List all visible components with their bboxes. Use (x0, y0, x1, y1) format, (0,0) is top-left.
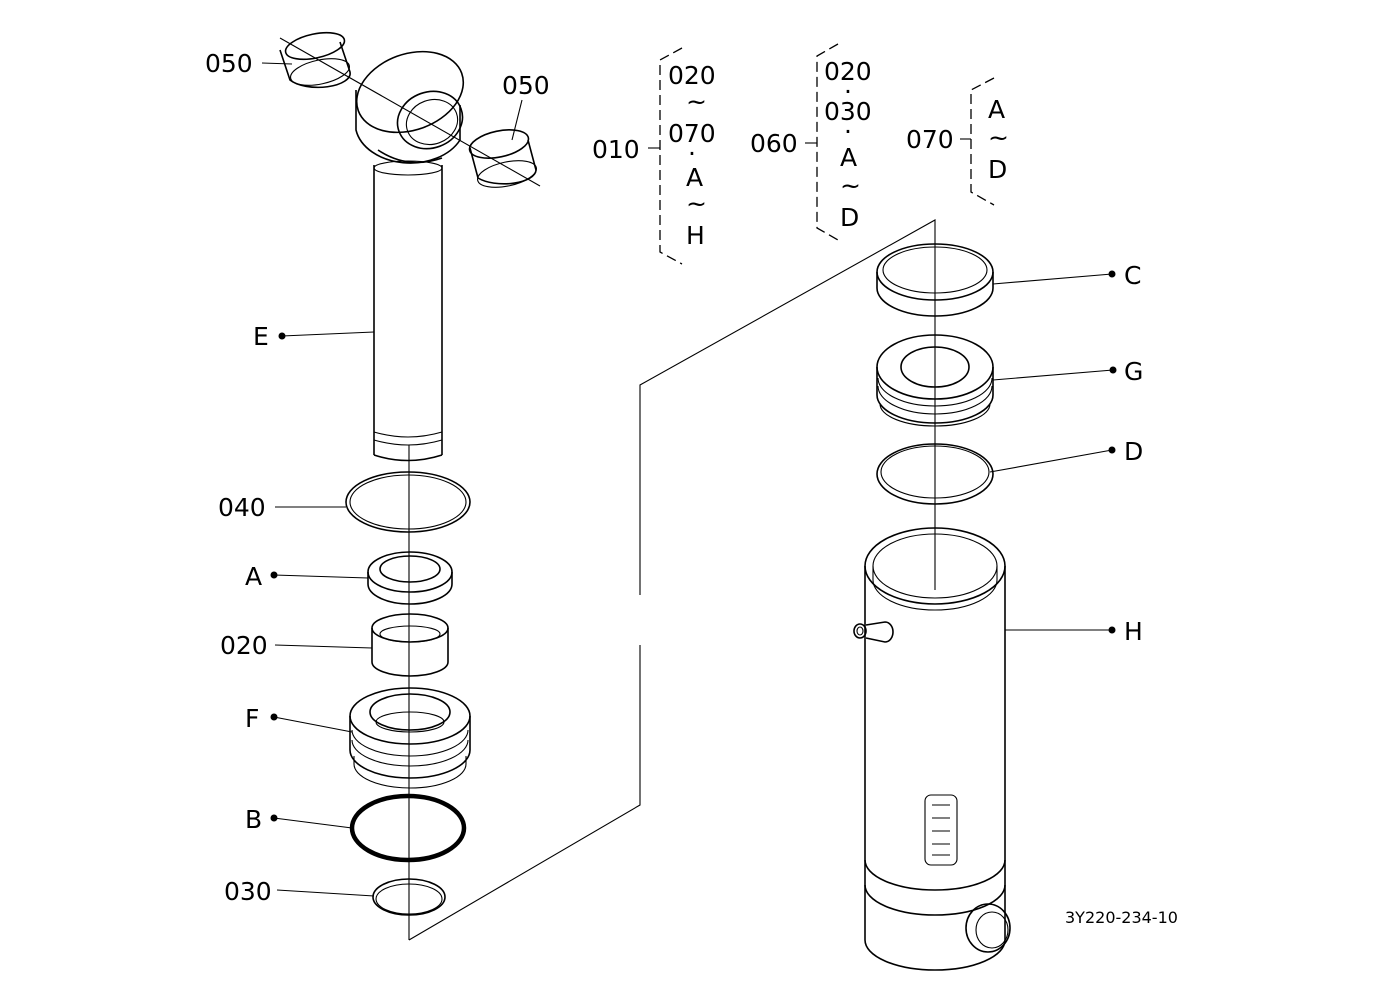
callout-labels: 050 050 E 040 A 020 F B 030 C G D H 3Y22… (205, 49, 1178, 927)
legend-010-line4: H (686, 221, 705, 250)
legend-060-line4: D (840, 203, 859, 232)
rod-eye (355, 50, 465, 164)
bushing-020 (371, 613, 449, 677)
legend-010-code: 010 (592, 135, 640, 164)
leader-lines (261, 62, 1117, 897)
label-020: 020 (220, 631, 268, 660)
piston-rod-E (373, 160, 443, 462)
legend-010-sep3: ~ (686, 189, 707, 218)
label-C: C (1124, 261, 1141, 290)
label-G: G (1124, 357, 1143, 386)
legend-070-line2: D (988, 155, 1007, 184)
label-D: D (1124, 437, 1143, 466)
legend-010-line3: A (686, 163, 703, 192)
legend-group-070: 070 A ~ D (906, 77, 1009, 206)
cylinder-tube-H (853, 527, 1011, 971)
legend-060-sep3: ~ (840, 171, 861, 200)
o-ring-B (349, 793, 467, 863)
label-030: 030 (224, 877, 272, 906)
ring-D (876, 443, 994, 505)
legend-070-code: 070 (906, 125, 954, 154)
label-040: 040 (218, 493, 266, 522)
ring-C (876, 243, 994, 317)
legend-060-line3: A (840, 143, 857, 172)
seal-A (367, 551, 453, 605)
legend-060-line2: 030 (824, 97, 872, 126)
bushing-050-left (279, 31, 351, 89)
label-050-right: 050 (502, 71, 550, 100)
legend-060-line1: 020 (824, 57, 872, 86)
label-F: F (245, 704, 259, 733)
rod-cover-F (349, 687, 471, 789)
drawing-id: 3Y220-234-10 (1065, 908, 1178, 927)
label-B: B (245, 805, 262, 834)
legend-group-060: 060 020 · 030 · A ~ D (750, 43, 872, 241)
legend-060-sep2: · (844, 117, 852, 146)
label-H: H (1124, 617, 1143, 646)
label-E: E (253, 322, 269, 351)
legend-010-line1: 020 (668, 61, 716, 90)
label-050-left: 050 (205, 49, 253, 78)
legend-070-sep1: ~ (988, 123, 1009, 152)
legend-010-line2: 070 (668, 119, 716, 148)
legend-010-sep2: · (688, 139, 696, 168)
legend-group-010: 010 020 ~ 070 · A ~ H (592, 47, 716, 265)
legend-060-sep1: · (844, 77, 852, 106)
left-assembly (279, 31, 541, 940)
piston-G (876, 334, 994, 427)
label-A: A (245, 562, 262, 591)
o-ring-040 (345, 471, 471, 533)
right-assembly (853, 243, 1011, 971)
bushing-050-right (468, 129, 538, 188)
legend-070-line1: A (988, 95, 1005, 124)
ring-030 (372, 878, 446, 916)
legend-010-sep1: ~ (686, 87, 707, 116)
legend-060-code: 060 (750, 129, 798, 158)
assembly-connector-lines (408, 219, 936, 941)
